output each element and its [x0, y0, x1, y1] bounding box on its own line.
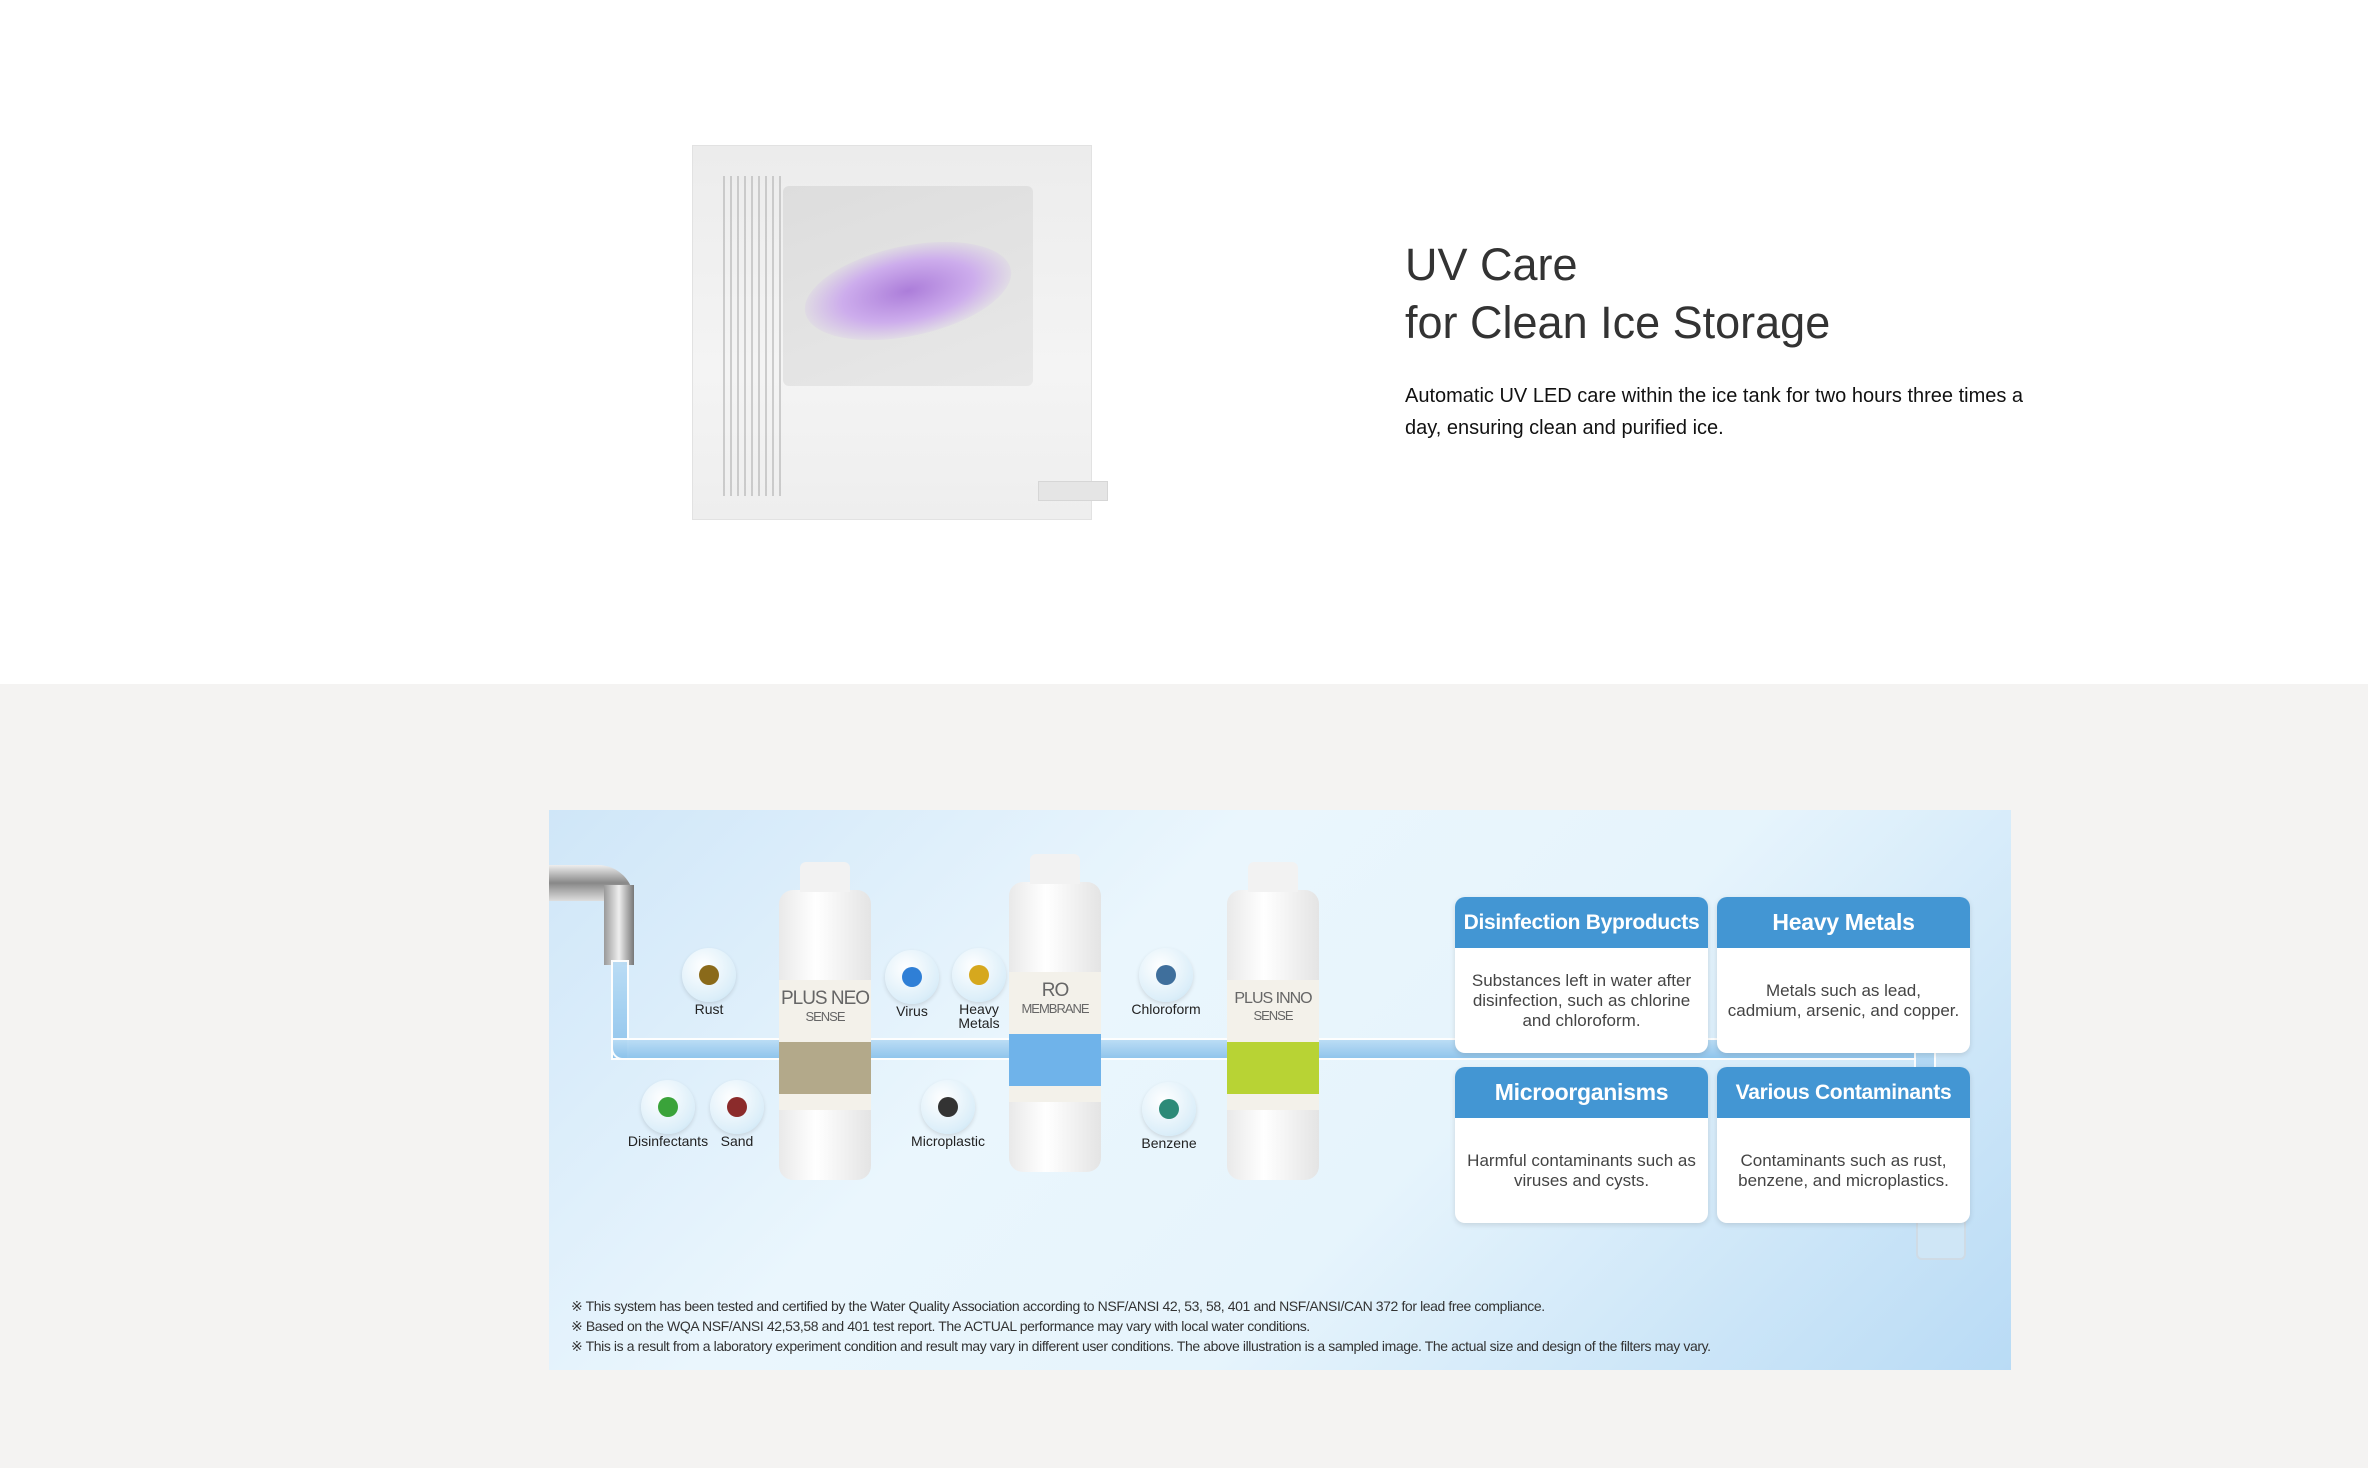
note: ※ Based on the WQA NSF/ANSI 42,53,58 and…	[571, 1318, 1310, 1334]
filter-color-band	[1227, 1042, 1319, 1094]
contaminant-label: Sand	[720, 1133, 754, 1149]
card-title: Microorganisms	[1455, 1067, 1708, 1118]
vent-grille	[723, 176, 783, 496]
section-description: Automatic UV LED care within the ice tan…	[1405, 385, 2024, 439]
ice-maker-uv-image	[692, 145, 1108, 520]
filter-color-band	[779, 1042, 871, 1094]
card-text: Contaminants such as rust, benzene, and …	[1738, 1150, 1949, 1190]
chloroform-icon	[1139, 948, 1193, 1002]
contaminant-label: Microplastic	[911, 1133, 985, 1149]
contaminant-heavy-metals: Heavy Metals	[952, 948, 1006, 1030]
note: ※ This system has been tested and certif…	[571, 1298, 1545, 1314]
filter-cap	[1030, 854, 1080, 884]
filter-color-band	[1009, 1034, 1101, 1086]
card-text: Metals such as lead, cadmium, arsenic, a…	[1727, 980, 1960, 1020]
title-line-1: UV Care	[1405, 239, 1578, 290]
benzene-icon	[1142, 1082, 1196, 1136]
disclaimer-notes: ※ This system has been tested and certif…	[571, 1296, 1711, 1356]
filter-cap	[1248, 862, 1298, 892]
contaminant-label: Virus	[896, 1003, 928, 1019]
contaminant-label: Heavy Metals	[958, 1001, 1000, 1031]
contaminant-label: Chloroform	[1131, 1001, 1201, 1017]
card-title: Disinfection Byproducts	[1455, 897, 1708, 948]
uv-care-section: UV Care for Clean Ice Storage Automatic U…	[0, 0, 2368, 684]
title-line-2: for Clean Ice Storage	[1405, 297, 1831, 348]
contaminant-virus: Virus	[885, 950, 962, 1018]
section-title: UV Care for Clean Ice Storage	[1405, 236, 1830, 352]
virus-icon	[885, 950, 939, 1004]
sand-icon	[710, 1080, 764, 1134]
contaminant-label: Disinfectants	[627, 1133, 709, 1149]
contaminant-sand: Sand	[710, 1080, 787, 1148]
card-text: Harmful contaminants such as viruses and…	[1467, 1150, 1696, 1190]
card-text: Substances left in water after disinfect…	[1471, 970, 1692, 1030]
filter-cap	[800, 862, 850, 892]
contaminant-benzene: Benzene	[1141, 1082, 1219, 1150]
contaminant-chloroform: Chloroform	[1131, 948, 1216, 1016]
contaminant-label: Rust	[694, 1001, 724, 1017]
card-title: Heavy Metals	[1717, 897, 1970, 948]
heavy-metals-icon	[952, 948, 1006, 1002]
contaminant-microplastic: Microplastic	[911, 1080, 998, 1148]
rust-icon	[682, 948, 736, 1002]
microplastic-icon	[921, 1080, 975, 1134]
disinfectants-icon	[641, 1080, 695, 1134]
card-title: Various Contaminants	[1717, 1067, 1970, 1118]
note: ※ This is a result from a laboratory exp…	[571, 1338, 1711, 1354]
contaminant-disinfectants: Disinfectants	[628, 1080, 718, 1148]
drip-tray	[1038, 481, 1108, 501]
contaminant-label: Benzene	[1141, 1135, 1197, 1151]
faucet-spout	[604, 885, 634, 965]
contaminant-rust: Rust	[682, 948, 759, 1016]
